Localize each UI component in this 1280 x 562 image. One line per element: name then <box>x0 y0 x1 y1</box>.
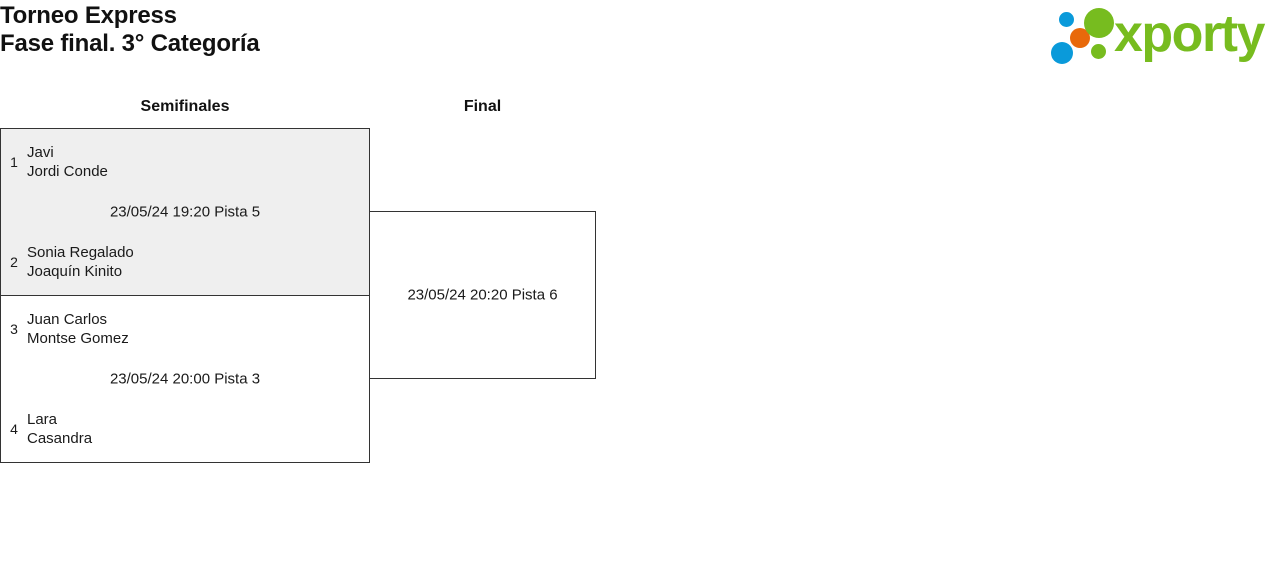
match-team-row[interactable]: 1 Javi Jordi Conde <box>1 140 369 184</box>
team-player-1: Javi <box>27 144 54 161</box>
team-player-1: Sonia Regalado <box>27 244 134 261</box>
logo-dot-blue-large-icon <box>1051 42 1073 64</box>
match-team-row[interactable] <box>370 223 595 267</box>
page-header: Torneo Express Fase final. 3° Categoría … <box>0 0 1280 80</box>
logo-dot-orange-icon <box>1070 28 1090 48</box>
tournament-phase: Fase final. 3° Categoría <box>0 30 260 57</box>
team-players: Lara Casandra <box>27 410 92 448</box>
team-seed: 3 <box>10 321 18 337</box>
logo-dot-green-small-icon <box>1091 44 1106 59</box>
team-seed: 2 <box>10 254 18 270</box>
team-player-2: Montse Gomez <box>27 330 129 347</box>
match-team-row[interactable]: 2 Sonia Regalado Joaquín Kinito <box>1 240 369 284</box>
match-team-row[interactable] <box>370 323 595 367</box>
team-player-2: Joaquín Kinito <box>27 263 123 280</box>
logo-dot-green-large-icon <box>1084 8 1114 38</box>
match-schedule: 23/05/24 20:00 Pista 3 <box>109 370 261 388</box>
page-title: Torneo Express Fase final. 3° Categoría <box>0 2 260 58</box>
team-player-2: Jordi Conde <box>27 163 108 180</box>
match-team-row[interactable]: 4 Lara Casandra <box>1 407 369 451</box>
team-seed: 4 <box>10 421 18 437</box>
logo-dot-blue-small-icon <box>1059 12 1074 27</box>
match-semifinal-1[interactable]: 1 Javi Jordi Conde 23/05/24 19:20 Pista … <box>0 128 370 296</box>
round-header-semifinales: Semifinales <box>140 98 230 115</box>
team-player-2: Casandra <box>27 430 93 447</box>
match-schedule: 23/05/24 19:20 Pista 5 <box>109 203 261 221</box>
match-semifinal-2[interactable]: 3 Juan Carlos Montse Gomez 23/05/24 20:0… <box>0 295 370 463</box>
match-schedule: 23/05/24 20:20 Pista 6 <box>407 286 558 304</box>
match-final[interactable]: 23/05/24 20:20 Pista 6 <box>369 211 596 379</box>
team-seed: 1 <box>10 154 18 170</box>
match-team-row[interactable]: 3 Juan Carlos Montse Gomez <box>1 307 369 351</box>
logo-dots-icon <box>1046 6 1118 64</box>
logo-wordmark: xporty <box>1114 5 1265 63</box>
team-player-1: Lara <box>27 411 58 428</box>
tournament-name: Torneo Express <box>0 2 177 29</box>
team-players: Juan Carlos Montse Gomez <box>27 310 129 348</box>
xporty-logo[interactable]: xporty <box>1046 5 1272 66</box>
team-players: Sonia Regalado Joaquín Kinito <box>27 243 134 281</box>
team-players: Javi Jordi Conde <box>27 143 108 181</box>
team-player-1: Juan Carlos <box>27 311 108 328</box>
round-header-final: Final <box>463 98 502 115</box>
